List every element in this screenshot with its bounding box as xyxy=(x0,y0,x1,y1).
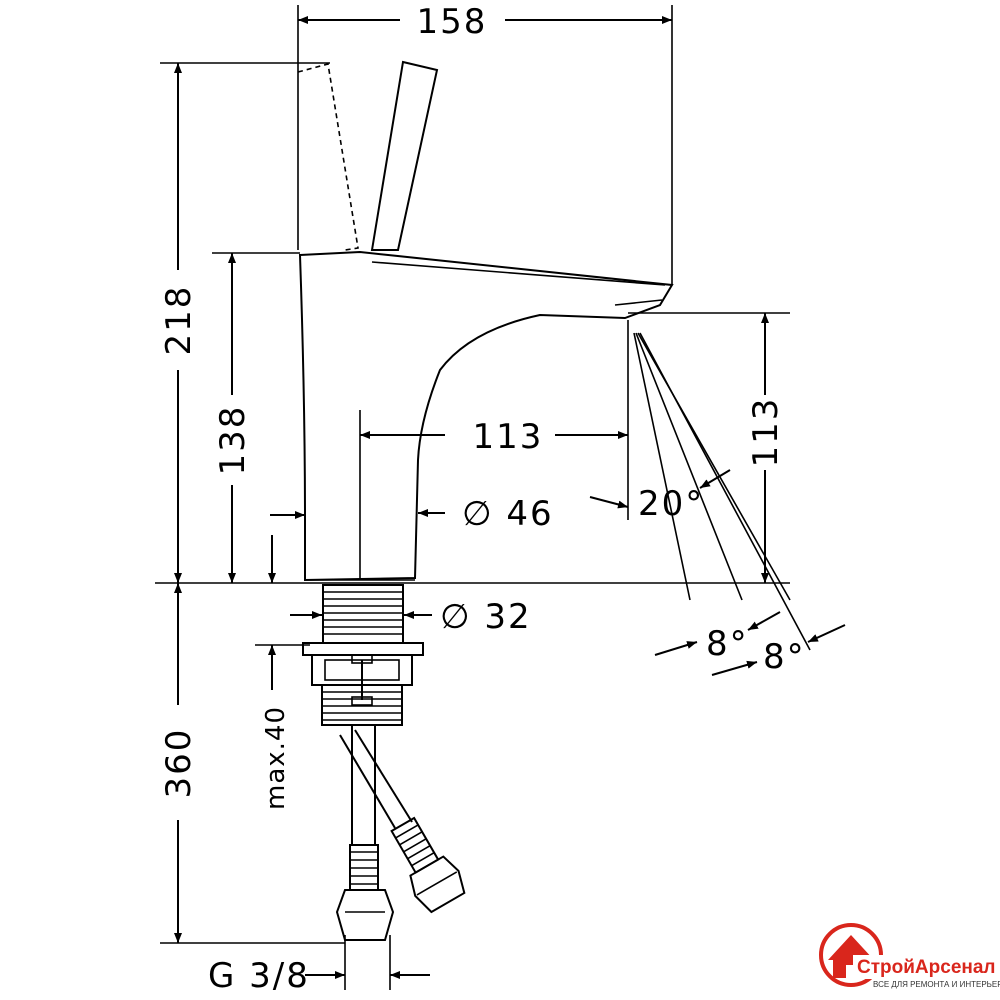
logo-brand-text: СтройАрсенал xyxy=(857,957,996,978)
dim-total-width-label: 158 xyxy=(417,2,488,42)
dim-connection-thread-label: G 3/8 xyxy=(208,956,310,996)
dimension-spout-reach: 113 xyxy=(360,417,628,457)
dimension-total-height: 218 xyxy=(159,63,199,583)
dim-swivel-angle-2-label: 8° xyxy=(763,637,806,677)
dimension-total-width: 158 xyxy=(298,2,672,42)
spray-pattern: 20° xyxy=(589,332,811,651)
dim-spray-angle-label: 20° xyxy=(638,484,704,524)
faucet-spout-outline xyxy=(298,250,674,582)
dimension-connection-thread: G 3/8 xyxy=(208,956,430,996)
dimension-swivel-angles: 8° 8° xyxy=(654,611,846,677)
dim-max-thickness-label: max.40 xyxy=(261,706,291,810)
dimension-outlet-height: 113 xyxy=(746,313,786,583)
dimension-max-thickness: max.40 xyxy=(261,645,291,810)
dimension-shank-diameter: ∅ 32 xyxy=(290,597,532,637)
logo-tagline-text: ВСЕ ДЛЯ РЕМОНТА И ИНТЕРЬЕРА xyxy=(873,980,1000,989)
lever-handle xyxy=(370,60,439,251)
dimension-hose-length: 360 xyxy=(159,583,199,943)
dim-shank-diameter-label: ∅ 32 xyxy=(440,597,532,637)
brand-logo: СтройАрсенал ВСЕ ДЛЯ РЕМОНТА И ИНТЕРЬЕРА xyxy=(819,923,1000,989)
supply-hoses xyxy=(335,725,466,941)
dim-spout-reach-label: 113 xyxy=(473,417,544,457)
dim-outlet-height-label: 113 xyxy=(746,397,786,468)
dimension-body-diameter: ∅ 46 xyxy=(418,494,554,534)
lever-alt-position xyxy=(297,62,359,251)
threaded-shank xyxy=(302,584,424,726)
dimension-base-marks xyxy=(268,511,305,583)
extension-lines xyxy=(155,5,790,990)
dim-swivel-angle-1-label: 8° xyxy=(706,624,749,664)
dim-body-diameter-label: ∅ 46 xyxy=(462,494,554,534)
dimension-spout-height: 138 xyxy=(213,253,253,583)
faucet-body xyxy=(297,60,674,582)
dim-total-height-label: 218 xyxy=(159,285,199,356)
dim-spout-height-label: 138 xyxy=(213,405,253,476)
dim-hose-length-label: 360 xyxy=(159,728,199,799)
